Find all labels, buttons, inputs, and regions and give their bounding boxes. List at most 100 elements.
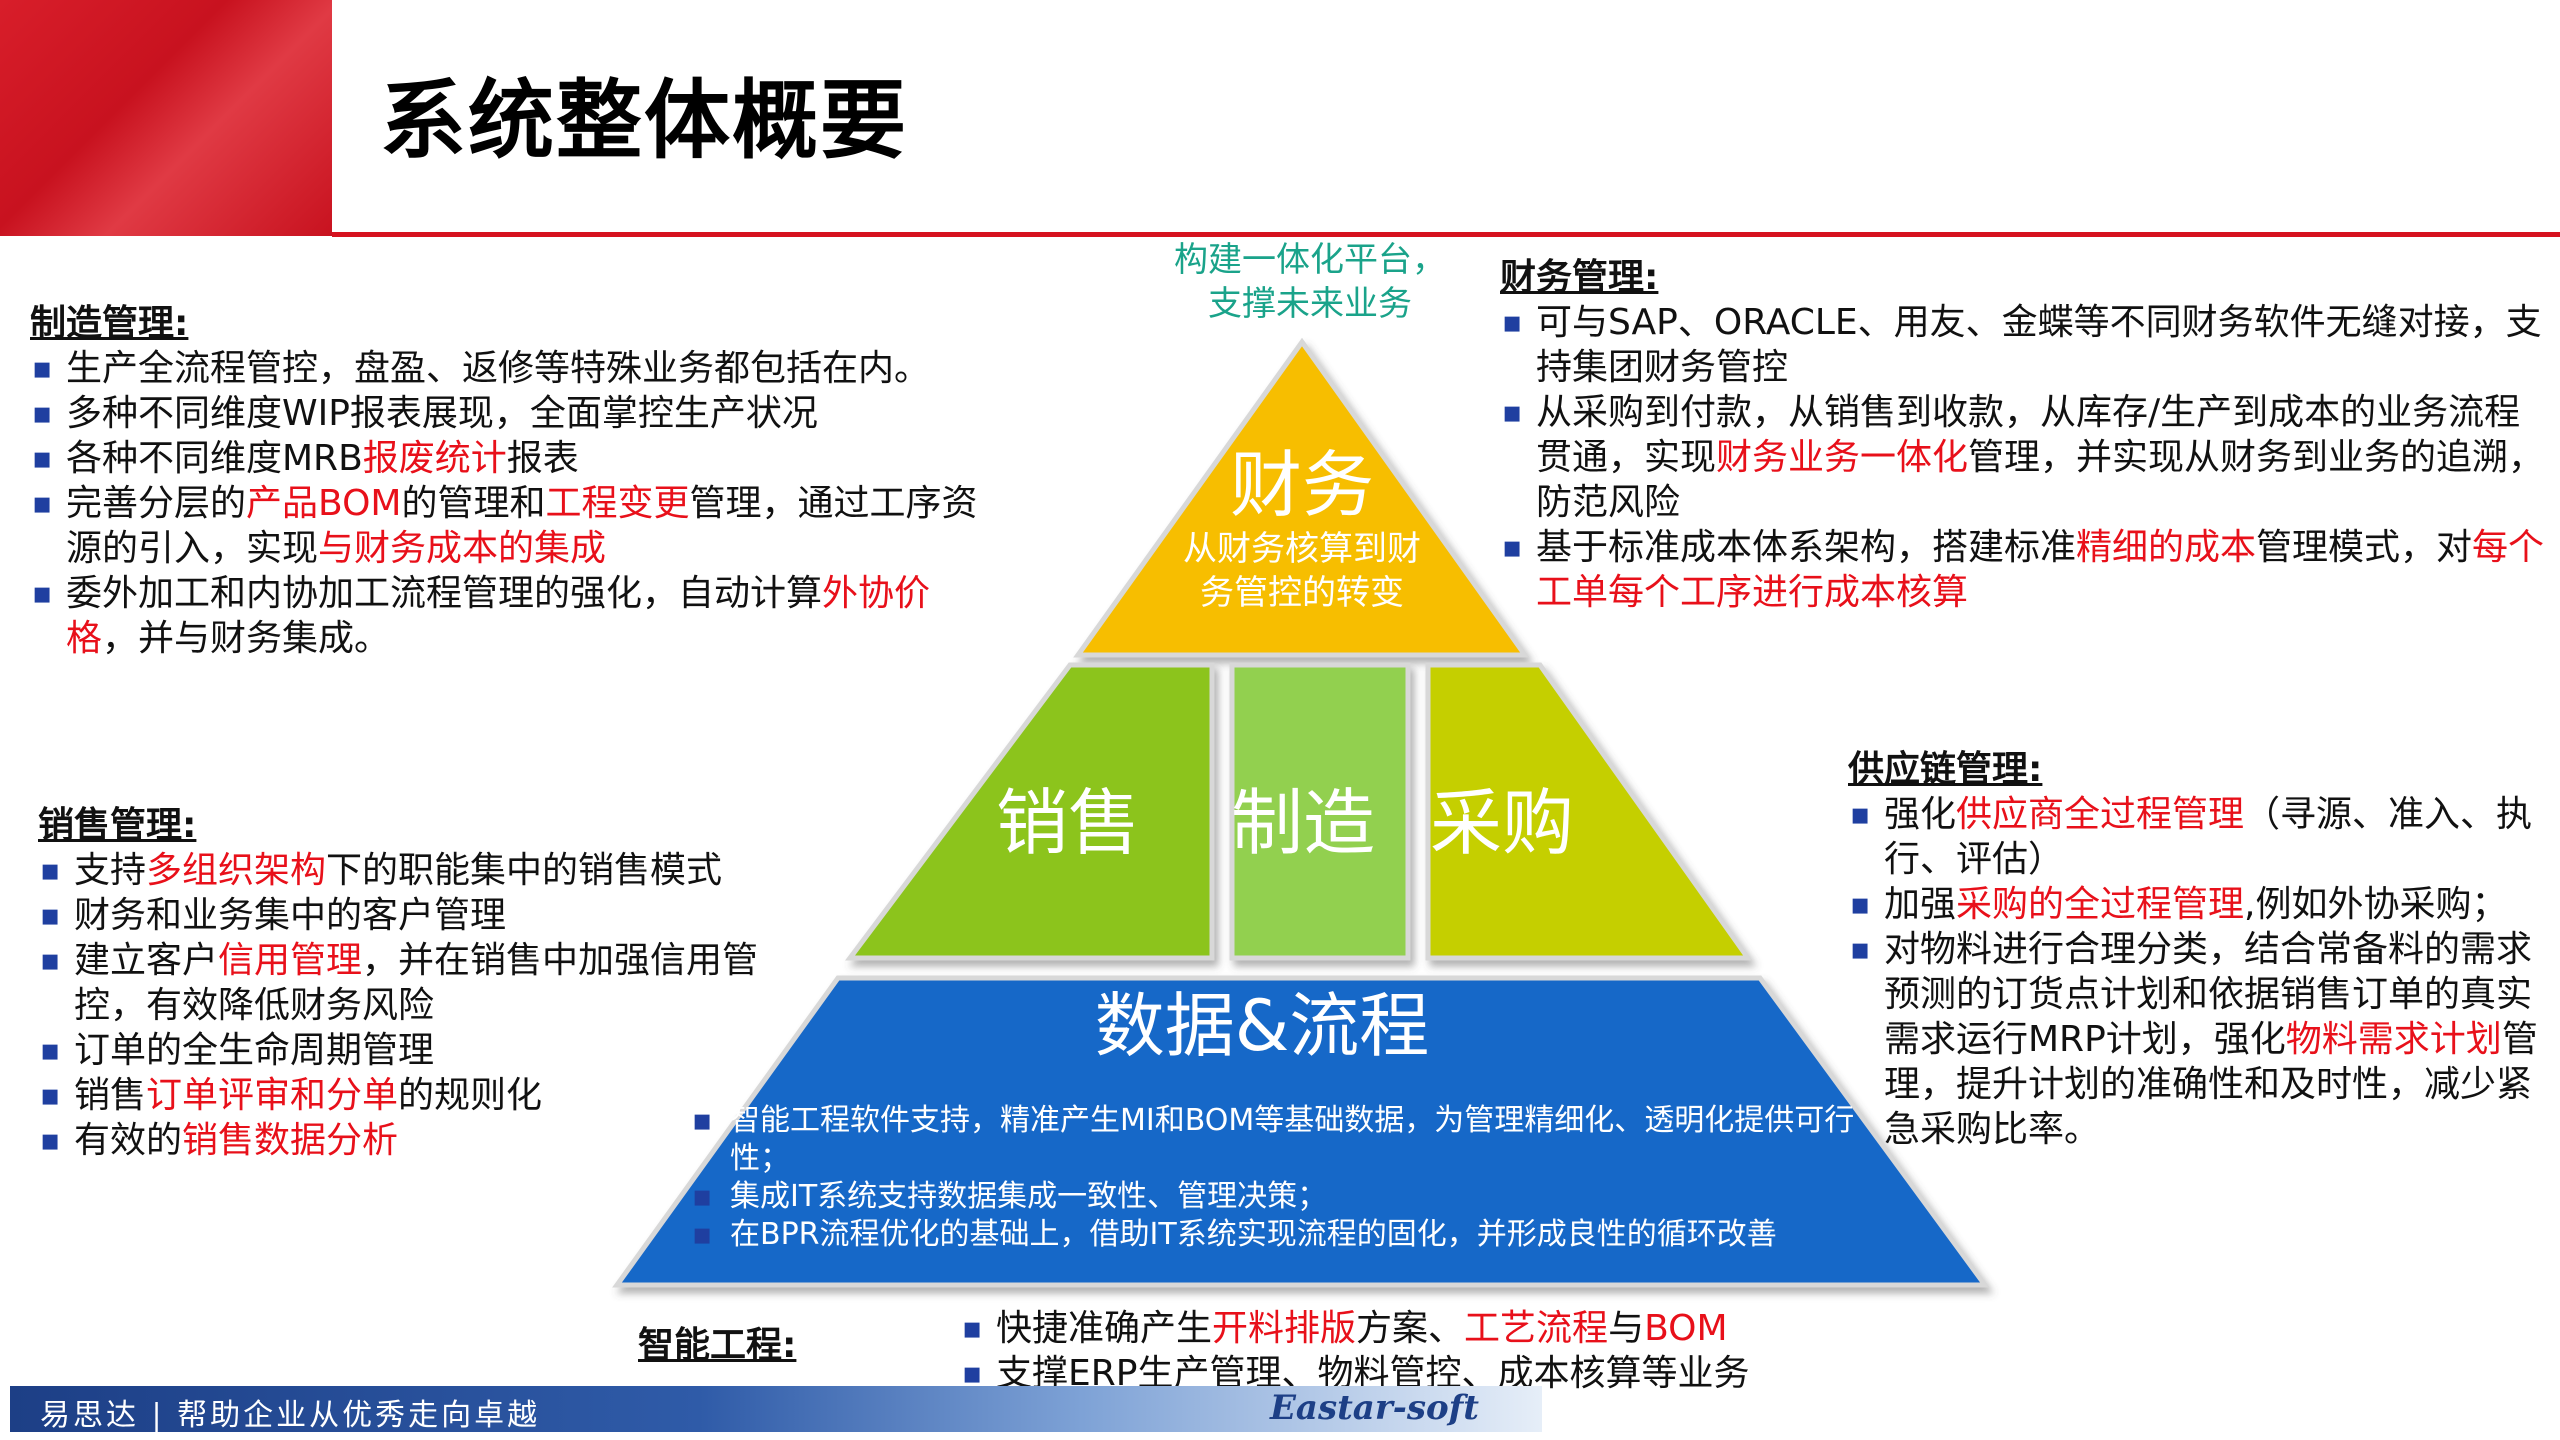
highlight-text: 产品BOM (246, 483, 402, 524)
item-text: 的管理和 (401, 483, 546, 524)
item-text: 建立客户 (74, 940, 219, 981)
footer-bar (10, 1386, 1542, 1432)
item-text: ，并与财务集成。 (102, 618, 391, 659)
list-item: 支持多组织架构下的职能集中的销售模式 (38, 848, 808, 893)
highlight-text: 每个工单每个工序进行成本核算 (1536, 527, 2545, 613)
list-item: 有效的销售数据分析 (38, 1118, 808, 1163)
item-text: 对物料进行合理分类，结合常备料的需求预测的订货点计划和依据销售订单的真实需求运行… (1884, 929, 2533, 1060)
list-item: 智能工程软件支持，精准产生MI和BOM等基础数据，为管理精细化、透明化提供可行性… (690, 1102, 1880, 1178)
list-item: 订单的全生命周期管理 (38, 1028, 808, 1073)
pyramid-mid-left-label: 销售 (996, 781, 1140, 865)
item-text: 基于标准成本体系架构，搭建标准 (1536, 527, 2077, 568)
list-item: 建立客户信用管理，并在销售中加强信用管控，有效降低财务风险 (38, 938, 808, 1028)
supply-chain-section: 供应链管理: 强化供应商全过程管理（寻源、准入、执行、评估）加强采购的全过程管理… (1848, 740, 2548, 1152)
item-text: 财务和业务集中的客户管理 (74, 895, 507, 936)
item-text: 生产全流程管控，盘盈、返修等特殊业务都包括在内。 (66, 348, 931, 389)
pyramid-mid-center-label: 制造 (1231, 781, 1375, 865)
item-text: 从采购到付款，从销售到收款，从库存/生产到成本的业务流程贯通，实现 (1536, 392, 2521, 478)
list-item: 完善分层的产品BOM的管理和工程变更管理，通过工序资源的引入，实现与财务成本的集… (30, 481, 990, 571)
item-text: 快捷准确产生 (996, 1308, 1213, 1349)
highlight-text: 工艺流程 (1464, 1308, 1609, 1349)
item-text: 管理，通过工序资源的引入，实现 (66, 483, 978, 569)
list-item: 各种不同维度MRB报废统计报表 (30, 436, 990, 481)
list-item: 多种不同维度WIP报表展现，全面掌控生产状况 (30, 391, 990, 436)
highlight-text: 财务业务一体化 (1716, 437, 1969, 478)
list-item: 财务和业务集中的客户管理 (38, 893, 808, 938)
slogan: 构建一体化平台， 支撑未来业务 (1140, 238, 1480, 326)
item-text: （寻源、准入、执行、评估） (1884, 794, 2533, 880)
slogan-line-1: 构建一体化平台， (1174, 240, 1446, 280)
pyramid-top-sub-line-1: 从财务核算到财 (1183, 529, 1421, 569)
data-process-list: 智能工程软件支持，精准产生MI和BOM等基础数据，为管理精细化、透明化提供可行性… (690, 1102, 1880, 1254)
item-text: 下的职能集中的销售模式 (326, 850, 723, 891)
finance-list: 可与SAP、ORACLE、用友、金蝶等不同财务软件无缝对接，支持集团财务管控从采… (1500, 300, 2550, 615)
list-item: 集成IT系统支持数据集成一致性、管理决策； (690, 1178, 1880, 1216)
pyramid-mid-left-sales (844, 662, 1215, 961)
item-text: 的规则化 (398, 1075, 543, 1116)
finance-section: 财务管理: 可与SAP、ORACLE、用友、金蝶等不同财务软件无缝对接，支持集团… (1500, 248, 2550, 615)
highlight-text: BOM (1644, 1308, 1728, 1349)
highlight-text: 与财务成本的集成 (318, 528, 607, 569)
item-text: ，并在销售中加强信用管控，有效降低财务风险 (74, 940, 759, 1026)
highlight-text: 多组织架构 (146, 850, 327, 891)
item-text: 有效的 (74, 1120, 183, 1161)
highlight-text: 物料需求计划 (2285, 1019, 2502, 1060)
item-text: 管理，提升计划的准确性和及时性，减少紧急采购比率。 (1884, 1019, 2538, 1150)
item-text: 完善分层的 (66, 483, 247, 524)
manufacturing-title: 制造管理: (30, 303, 189, 344)
header-rule (332, 232, 2560, 237)
item-text: 多种不同维度WIP报表展现，全面掌控生产状况 (66, 393, 818, 434)
highlight-text: 信用管理 (218, 940, 363, 981)
highlight-text: 外协价格 (66, 573, 931, 659)
item-text: 方案、 (1356, 1308, 1465, 1349)
item-text: 销售 (74, 1075, 147, 1116)
manufacturing-section: 制造管理: 生产全流程管控，盘盈、返修等特殊业务都包括在内。多种不同维度WIP报… (30, 294, 990, 661)
item-text: ,例如外协采购； (2244, 884, 2508, 925)
pyramid-mid-center-manufacturing (1229, 662, 1411, 961)
highlight-text: 供应商全过程管理 (1956, 794, 2245, 835)
list-item: 生产全流程管控，盘盈、返修等特殊业务都包括在内。 (30, 346, 990, 391)
highlight-text: 销售数据分析 (182, 1120, 399, 1161)
item-text: 委外加工和内协加工流程管理的强化，自动计算 (66, 573, 823, 614)
item-text: 报表 (506, 438, 579, 479)
sales-section: 销售管理: 支持多组织架构下的职能集中的销售模式财务和业务集中的客户管理建立客户… (38, 796, 808, 1163)
list-item: 在BPR流程优化的基础上，借助IT系统实现流程的固化，并形成良性的循环改善 (690, 1216, 1880, 1254)
supply-chain-title: 供应链管理: (1848, 749, 2043, 790)
item-text: 与 (1608, 1308, 1645, 1349)
highlight-text: 报废统计 (362, 438, 507, 479)
list-item: 委外加工和内协加工流程管理的强化，自动计算外协价格，并与财务集成。 (30, 571, 990, 661)
item-text: 强化 (1884, 794, 1957, 835)
item-text: 支持 (74, 850, 147, 891)
list-item: 从采购到付款，从销售到收款，从库存/生产到成本的业务流程贯通，实现财务业务一体化… (1500, 390, 2550, 525)
highlight-text: 采购的全过程管理 (1956, 884, 2245, 925)
manufacturing-list: 生产全流程管控，盘盈、返修等特殊业务都包括在内。多种不同维度WIP报表展现，全面… (30, 346, 990, 661)
list-item: 对物料进行合理分类，结合常备料的需求预测的订货点计划和依据销售订单的真实需求运行… (1848, 927, 2548, 1152)
sales-title: 销售管理: (38, 805, 197, 846)
item-text: 可与SAP、ORACLE、用友、金蝶等不同财务软件无缝对接，支持集团财务管控 (1536, 302, 2542, 388)
header-red-band (0, 0, 332, 236)
footer-brand-logo: Eastar-soft (1270, 1388, 1479, 1428)
item-text: 加强 (1884, 884, 1957, 925)
item-text: 管理，并实现从财务到业务的追溯，防范风险 (1536, 437, 2545, 523)
highlight-text: 工程变更 (545, 483, 690, 524)
pyramid-base-title: 数据&流程 (1095, 985, 1430, 1067)
list-item: 快捷准确产生开料排版方案、工艺流程与BOM (960, 1306, 1860, 1351)
pyramid-top-sub-line-2: 务管控的转变 (1200, 573, 1404, 613)
pyramid-top-title: 财务 (1230, 443, 1374, 527)
engineering-list: 快捷准确产生开料排版方案、工艺流程与BOM支撑ERP生产管理、物料管控、成本核算… (960, 1306, 1860, 1396)
pyramid-mid-right-label: 采购 (1430, 781, 1574, 865)
highlight-text: 订单评审和分单 (146, 1075, 399, 1116)
list-item: 加强采购的全过程管理,例如外协采购； (1848, 882, 2548, 927)
item-text: 各种不同维度MRB (66, 438, 363, 479)
list-item: 销售订单评审和分单的规则化 (38, 1073, 808, 1118)
slogan-line-2: 支撑未来业务 (1208, 284, 1412, 324)
highlight-text: 精细的成本 (2076, 527, 2257, 568)
pyramid-top-finance (1073, 337, 1530, 658)
list-item: 基于标准成本体系架构，搭建标准精细的成本管理模式，对每个工单每个工序进行成本核算 (1500, 525, 2550, 615)
pyramid-mid-right-purchasing (1425, 662, 1753, 961)
page-title: 系统整体概要 (380, 71, 908, 171)
sales-list: 支持多组织架构下的职能集中的销售模式财务和业务集中的客户管理建立客户信用管理，并… (38, 848, 808, 1163)
list-item: 可与SAP、ORACLE、用友、金蝶等不同财务软件无缝对接，支持集团财务管控 (1500, 300, 2550, 390)
footer-tagline: 易思达 | 帮助企业从优秀走向卓越 (40, 1398, 541, 1433)
